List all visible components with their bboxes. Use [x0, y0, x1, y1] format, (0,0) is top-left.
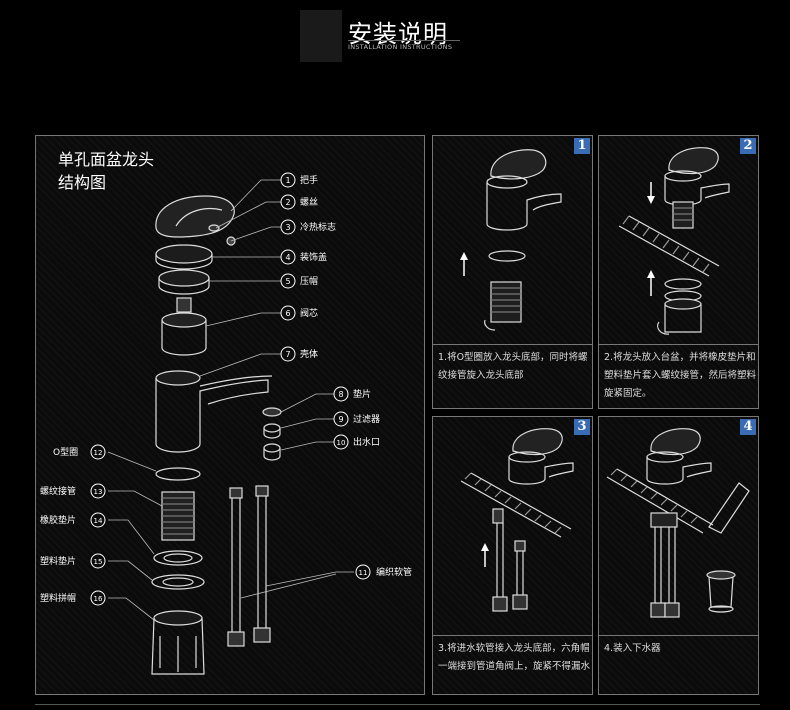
svg-text:15: 15 [94, 558, 103, 566]
svg-text:塑料拼帽: 塑料拼帽 [40, 592, 76, 604]
svg-text:装饰盖: 装饰盖 [300, 251, 327, 263]
step-4-text: 4.装入下水器 [599, 635, 758, 658]
svg-text:13: 13 [94, 488, 103, 496]
svg-text:O型圈: O型圈 [53, 447, 78, 458]
step-4-badge: 4 [740, 419, 756, 435]
step-3-panel: 3 3.将进水软管接入龙头底部，六角帽一端接到管道角阀上，旋紧不得漏水 [432, 416, 593, 695]
part-label-14: 橡胶垫片 14 [40, 512, 106, 528]
svg-text:螺纹接管: 螺纹接管 [40, 485, 76, 497]
header-divider [348, 40, 460, 41]
svg-text:过滤器: 过滤器 [353, 413, 380, 425]
step-3-badge: 3 [574, 419, 590, 435]
part-label-6: 6 阀芯 [280, 305, 318, 321]
up-arrow-icon [647, 270, 655, 296]
svg-text:12: 12 [94, 449, 103, 457]
part-label-10: 10 出水口 [333, 434, 380, 450]
svg-text:4: 4 [285, 253, 290, 262]
svg-text:3: 3 [285, 223, 290, 232]
up-arrow-icon [460, 252, 468, 276]
svg-text:阀芯: 阀芯 [300, 307, 318, 319]
svg-text:垫片: 垫片 [353, 388, 371, 400]
o-ring-part [155, 467, 201, 481]
step-1-panel: 1 1.将O型圈放入龙头底部，同时将螺纹接管旋入龙头底部 [432, 135, 593, 409]
part-label-8: 8 垫片 [333, 386, 371, 402]
svg-text:编织软管: 编织软管 [376, 566, 412, 578]
svg-text:橡胶垫片: 橡胶垫片 [40, 514, 76, 526]
step-2-badge: 2 [740, 138, 756, 154]
structure-title-line1: 单孔面盆龙头 [58, 150, 155, 169]
handle-part [155, 195, 235, 238]
svg-text:5: 5 [285, 277, 290, 286]
svg-text:2: 2 [285, 198, 290, 207]
svg-text:螺丝: 螺丝 [300, 196, 318, 208]
svg-text:11: 11 [359, 569, 368, 577]
part-label-11: 11 编织软管 [355, 564, 412, 580]
part-label-15: 塑料垫片 15 [40, 553, 106, 569]
plastic-nut-part [151, 610, 205, 675]
page-subtitle: INSTALLATION INSTRUCTIONS [348, 43, 453, 51]
threaded-pipe-part [161, 491, 195, 541]
svg-text:14: 14 [94, 517, 103, 525]
svg-text:塑料垫片: 塑料垫片 [40, 555, 76, 567]
structure-title-line2: 结构图 [58, 173, 107, 192]
part-label-16: 塑料拼帽 16 [40, 590, 106, 606]
svg-text:8: 8 [338, 390, 343, 399]
filter-part [263, 423, 281, 439]
step-1-text: 1.将O型圈放入龙头底部，同时将螺纹接管旋入龙头底部 [433, 344, 592, 385]
step-4-illustration [606, 428, 750, 618]
svg-text:冷热标志: 冷热标志 [300, 221, 336, 233]
page-title: 安装说明 [348, 20, 448, 48]
cartridge-part [161, 297, 207, 356]
svg-text:16: 16 [94, 595, 103, 603]
step-2-text: 2.将龙头放入台盆，并将橡皮垫片和塑料垫片套入螺纹接管，然后将塑料旋紧固定。 [599, 344, 758, 403]
down-arrow-icon [647, 182, 655, 204]
part-label-13: 螺纹接管 13 [40, 483, 106, 499]
plastic-gasket-part [151, 574, 205, 590]
press-cap-part [158, 269, 210, 295]
structure-diagram-panel: 单孔面盆龙头 结构图 [35, 135, 425, 695]
step-4-panel: 4 4.装入下水器 [598, 416, 759, 695]
outlet-part [263, 443, 281, 461]
part-label-1: 1 把手 [280, 172, 318, 188]
step-2-illustration [618, 147, 730, 335]
part-label-4: 4 装饰盖 [280, 249, 327, 265]
rubber-gasket-part [153, 550, 203, 566]
page-header: 安装说明 INSTALLATION INSTRUCTIONS [300, 6, 472, 62]
part-label-9: 9 过滤器 [333, 411, 380, 427]
up-arrow-icon [481, 543, 489, 567]
svg-text:9: 9 [338, 415, 343, 424]
svg-text:6: 6 [285, 309, 290, 318]
decorative-cap-part [155, 244, 213, 270]
svg-text:出水口: 出水口 [353, 436, 380, 448]
step-3-text: 3.将进水软管接入龙头底部，六角帽一端接到管道角阀上，旋紧不得漏水 [433, 635, 592, 676]
svg-text:压帽: 压帽 [300, 275, 318, 287]
svg-text:7: 7 [285, 350, 290, 359]
svg-text:把手: 把手 [300, 174, 318, 186]
svg-text:10: 10 [337, 439, 346, 447]
part-label-5: 5 压帽 [280, 273, 318, 289]
step-1-illustration [460, 149, 562, 331]
part-label-12: O型圈 12 [53, 444, 106, 460]
step-3-illustration [460, 428, 574, 612]
leader-lines [107, 179, 354, 621]
gasket-part [262, 407, 282, 417]
structure-title: 单孔面盆龙头 结构图 [58, 148, 154, 194]
step-1-badge: 1 [574, 138, 590, 154]
svg-text:1: 1 [285, 176, 290, 185]
faucet-body-part [155, 370, 273, 453]
footer-divider [35, 704, 760, 705]
step-2-panel: 2 2.将龙头放入台盆，并将橡皮垫片和塑料垫片套入螺纹接管，然后将塑料旋紧固定。 [598, 135, 759, 409]
part-label-2: 2 螺丝 [280, 194, 318, 210]
part-label-7: 7 壳体 [280, 346, 318, 362]
part-labels-left: O型圈 12 螺纹接管 13 橡胶垫片 14 塑料垫片 15 塑料拼帽 16 [40, 444, 106, 606]
braided-hoses-part [227, 485, 271, 647]
svg-text:壳体: 壳体 [300, 348, 318, 360]
header-decor-block [300, 10, 342, 62]
part-label-3: 3 冷热标志 [280, 219, 336, 235]
